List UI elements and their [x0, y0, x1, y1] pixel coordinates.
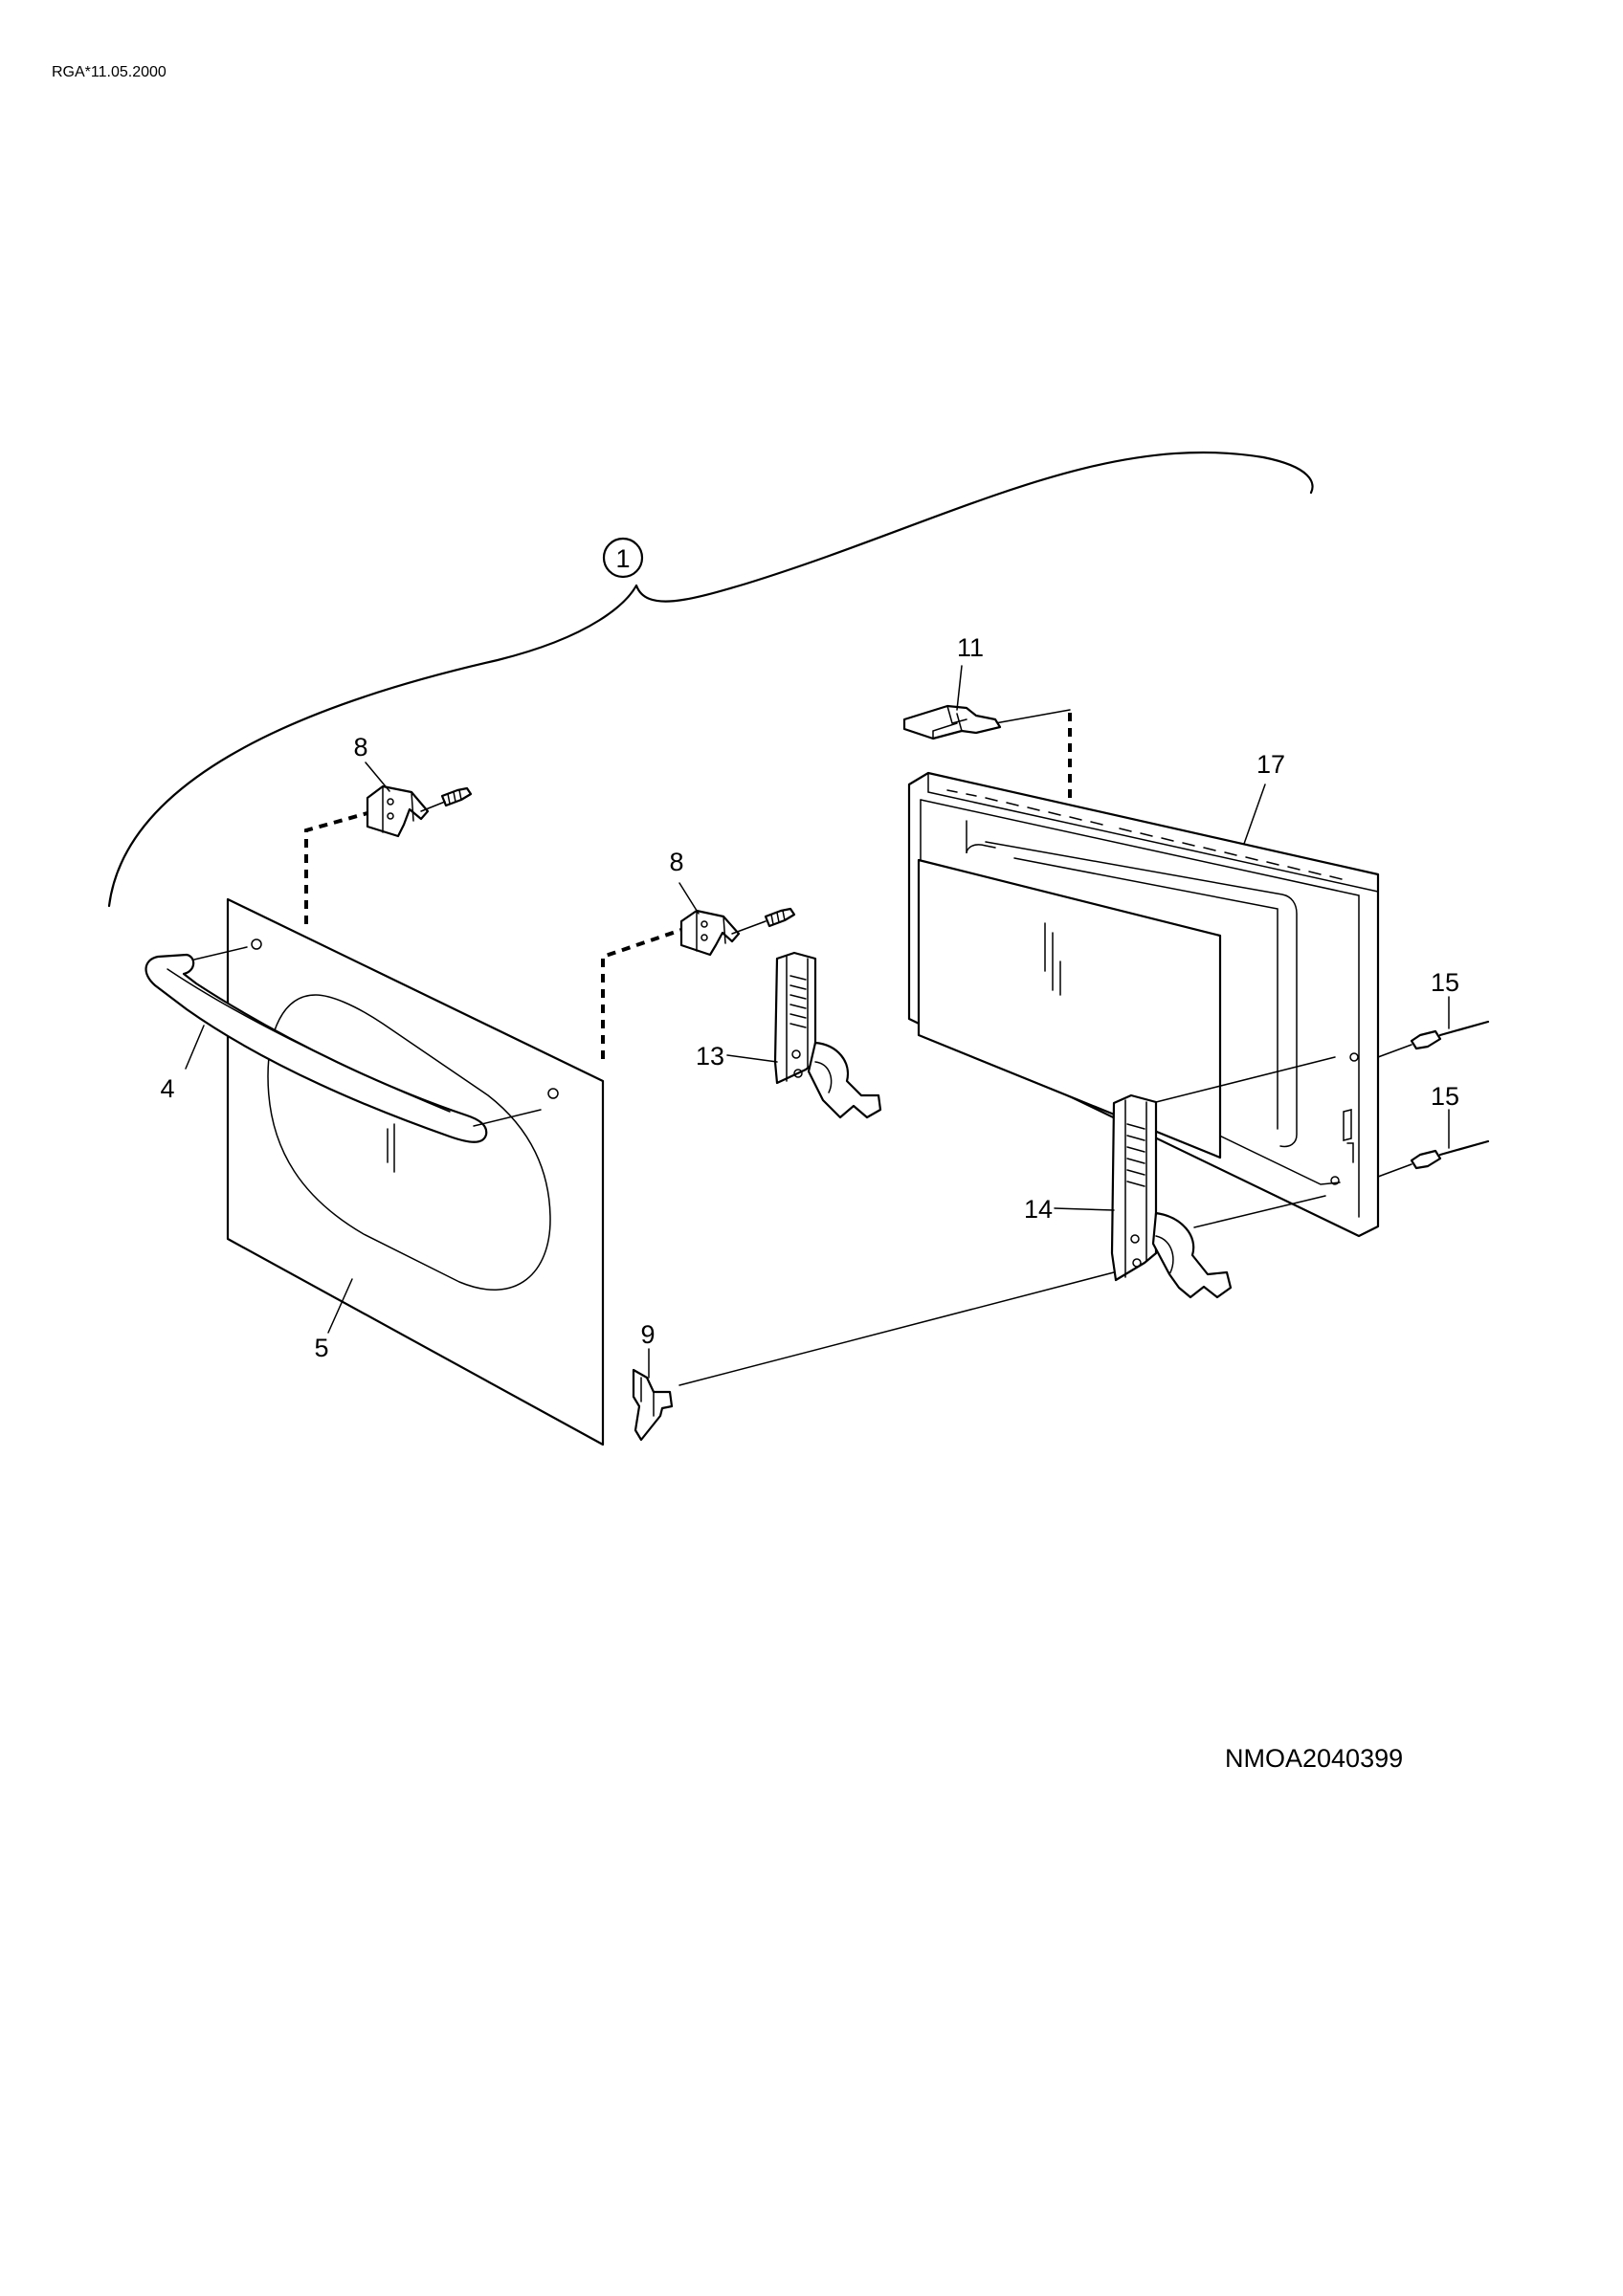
drawing-code: NMOA2040399: [1225, 1744, 1403, 1773]
pin-15-upper: [1410, 1020, 1490, 1050]
hinge-bracket-upper: [366, 784, 473, 838]
group-marker-circle: [602, 537, 644, 579]
callout-17: 17: [1256, 750, 1285, 779]
callout-5: 5: [314, 1334, 328, 1362]
leader-14-target: [1054, 1207, 1115, 1211]
revision-text: RGA*11.05.2000: [52, 64, 167, 80]
dashed-line-upper-bracket: [304, 811, 368, 924]
leader-screw-8a: [420, 801, 446, 812]
retaining-bracket-9: [632, 1368, 674, 1442]
leader-hinge-lower: [1193, 1195, 1326, 1228]
callout-13: 13: [696, 1042, 724, 1071]
door-outer-panel: [226, 897, 605, 1446]
callout-15-lower: 15: [1431, 1082, 1459, 1111]
hinge-bracket-middle: [679, 907, 796, 957]
callout-14: 14: [1024, 1195, 1053, 1224]
leader-handle-bottom: [473, 1109, 542, 1127]
leader-pin-upper: [1377, 1044, 1412, 1058]
callout-11: 11: [957, 633, 984, 662]
hinge-13: [773, 951, 882, 1119]
callout-4: 4: [160, 1074, 174, 1103]
group-marker: 1: [602, 537, 644, 579]
callout-15-upper: 15: [1431, 968, 1459, 997]
inner-glass-panel: [917, 858, 1222, 1159]
leader-screw-8b: [731, 920, 767, 935]
door-catch: [902, 704, 1002, 740]
group-marker-number: 1: [615, 544, 630, 573]
group-brace: [107, 451, 1314, 908]
hinge-14: [1110, 1093, 1233, 1299]
callout-8-middle: 8: [669, 848, 683, 876]
frame-vent-slots: [946, 789, 1343, 880]
door-handle: [145, 953, 488, 1143]
callout-9: 9: [640, 1320, 655, 1349]
leader-bracket-9: [678, 1271, 1115, 1386]
callout-8-upper: 8: [353, 733, 367, 762]
leader-pin-lower: [1377, 1163, 1412, 1178]
dashed-line-middle-bracket: [601, 928, 682, 1059]
pin-15-lower: [1410, 1139, 1490, 1170]
catch-leader: [994, 709, 1071, 724]
callout-leaders: [185, 665, 1450, 1379]
leader-handle-top: [193, 946, 248, 960]
leader-13-target: [726, 1054, 778, 1063]
leader-hinge-upper: [1155, 1056, 1336, 1103]
